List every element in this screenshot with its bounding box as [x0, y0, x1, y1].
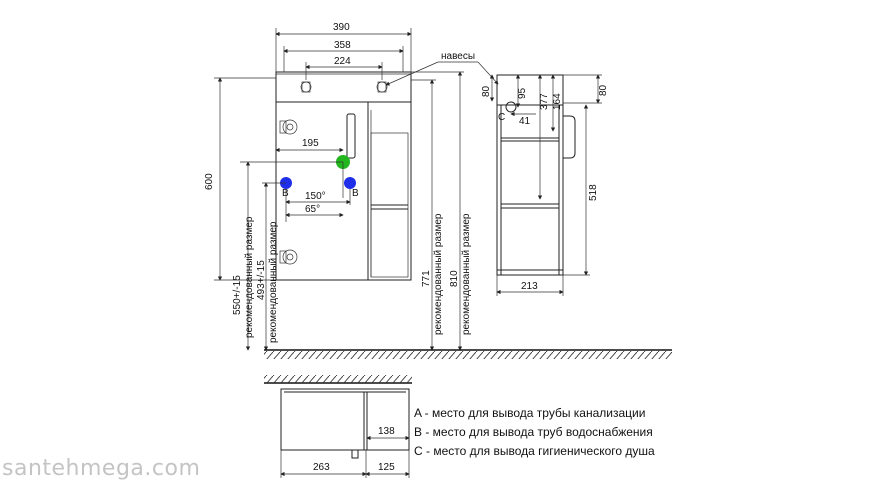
dim-138: 138: [378, 426, 395, 437]
dim-80-left: 80: [481, 85, 492, 97]
dim-95: 95: [517, 87, 528, 99]
legend-a: A - место для вывода трубы канализации: [414, 406, 645, 420]
dim-213: 213: [521, 281, 538, 292]
dim-550: 550+/-15: [232, 275, 243, 315]
left-dimensions: 600 550+/-15 рекомендованный размер 493+…: [204, 77, 343, 351]
water-point-b-right: [344, 177, 356, 189]
hinge-icon: [279, 119, 298, 135]
label-rec-810: рекомендованный размер: [461, 213, 472, 335]
hinge-icon: [279, 249, 298, 265]
dim-518: 518: [588, 184, 599, 201]
dim-358: 358: [334, 40, 351, 51]
dim-600: 600: [204, 173, 215, 190]
dim-390: 390: [333, 22, 350, 33]
legend-c: C - место для вывода гигиенического душа: [414, 444, 655, 458]
dim-224: 224: [334, 56, 351, 67]
dim-164: 164: [552, 93, 563, 110]
hanger-bracket-icon: [300, 81, 312, 93]
label-rec-771: рекомендованный размер: [433, 213, 444, 335]
dim-493: 493+/-15: [256, 260, 267, 300]
dim-771: 771: [421, 270, 432, 287]
dim-150: 150°: [305, 191, 326, 202]
legend-b: B - место для вывода труб водоснабжения: [414, 425, 653, 439]
dim-195: 195: [302, 138, 319, 149]
dim-80-right: 80: [598, 84, 609, 96]
pipe-positions: 195 B B 150° 65°: [275, 138, 359, 222]
side-view: C 41 80 95 377 164 80 518 213: [481, 74, 609, 296]
dim-41: 41: [519, 116, 531, 127]
label-rec-493: рекомендованный размер: [268, 221, 279, 343]
floor: [264, 349, 672, 359]
label-b-right: B: [352, 188, 359, 199]
label-b-left: B: [282, 188, 289, 199]
plan-view: 138 263 125: [264, 375, 412, 478]
watermark: santehmega.com: [2, 456, 201, 481]
label-rec-550: рекомендованный размер: [244, 216, 255, 338]
dim-810: 810: [449, 270, 460, 287]
label-c: C: [498, 112, 505, 123]
dim-125: 125: [378, 462, 395, 473]
legend: A - место для вывода трубы канализации B…: [414, 406, 655, 458]
hanger-bracket-icon: [376, 81, 388, 93]
right-dimensions: 771 рекомендованный размер 810 рекомендо…: [411, 71, 472, 351]
hangers-callout: навесы: [385, 51, 499, 86]
label-navesy: навесы: [441, 51, 475, 62]
top-dimensions: 390 358 224: [275, 22, 412, 80]
dim-377: 377: [539, 93, 550, 110]
dim-263: 263: [313, 462, 330, 473]
dim-65: 65°: [305, 204, 320, 215]
front-view: [275, 71, 412, 281]
